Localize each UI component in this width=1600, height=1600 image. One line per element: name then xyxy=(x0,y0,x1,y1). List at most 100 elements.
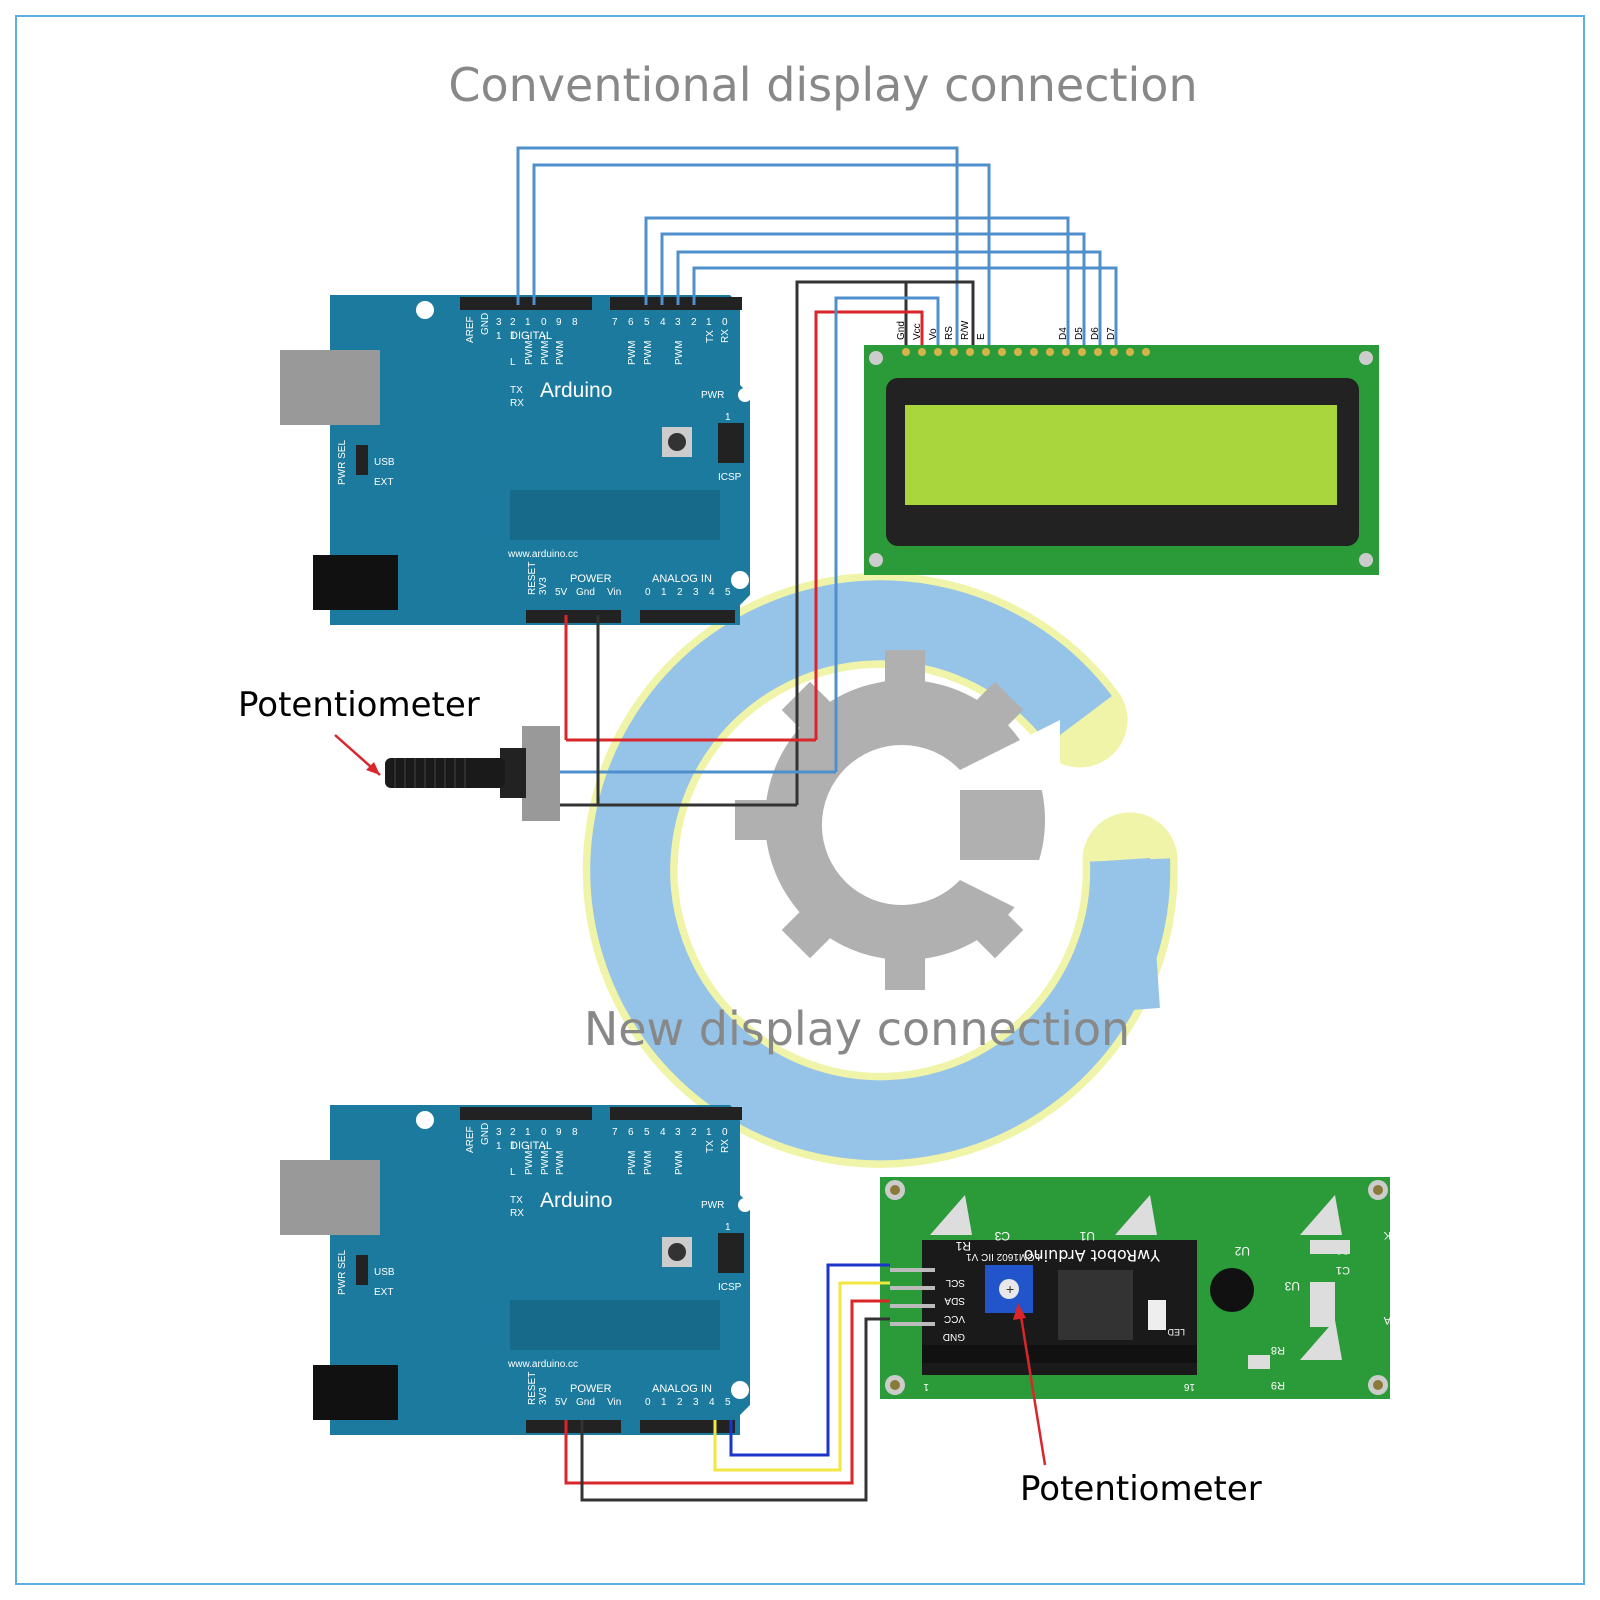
usb-connector-bottom xyxy=(280,1160,380,1235)
power-pin-labels-b: 3V3 5V Gnd Vin xyxy=(538,1387,621,1408)
arduino-board-top: DIGITAL Arduino www.arduino.cc POWER ANA… xyxy=(280,295,752,625)
label-pwm-d11-b: PWM~ xyxy=(524,1145,535,1175)
analog-pin-labels-b: 0 1 2 3 4 5 xyxy=(645,1397,731,1408)
label-aref-b: AREF xyxy=(465,1126,476,1153)
arrow-head-top xyxy=(366,762,380,775)
label-5v: 5V xyxy=(555,587,568,598)
label-usb-b: USB xyxy=(374,1267,395,1278)
label-digital-b: DIGITAL xyxy=(510,1140,552,1152)
silk-a: A xyxy=(1383,1314,1391,1326)
label-d7: 7 xyxy=(612,317,618,328)
label-gnd-power-b: Gnd xyxy=(576,1397,595,1408)
label-ext: EXT xyxy=(374,477,393,488)
digital-header-right xyxy=(610,297,742,310)
label-3v3: 3V3 xyxy=(538,577,549,595)
i2c-pin-scl: SCL xyxy=(945,1277,965,1288)
label-d4: 4 xyxy=(660,317,666,328)
i2c-chip-label: LCM1602 IIC V1 xyxy=(966,1251,1040,1262)
label-pwm-d10-b: PWM~ xyxy=(540,1145,551,1175)
label-d3: 3 xyxy=(675,317,681,328)
label-reset: RESET xyxy=(527,562,538,595)
wire-vo xyxy=(834,296,940,772)
lcd-pin-d5: D5 xyxy=(1074,327,1085,340)
label-d1: 1 xyxy=(706,317,712,328)
lcd-screen xyxy=(905,405,1337,505)
label-d12-sub: 1 xyxy=(510,331,516,342)
lcd-pin-e: E xyxy=(976,333,987,340)
i2c-chip xyxy=(1058,1270,1133,1340)
label-pwm-d5: PWM xyxy=(643,341,654,365)
analog-pin-labels: 0 1 2 3 4 5 xyxy=(645,587,731,598)
wire-d7 xyxy=(692,266,1118,345)
label-d4-b: 4 xyxy=(660,1127,666,1138)
label-pwr-sel-b: PWR SEL xyxy=(337,1250,348,1295)
label-d6-b: 6 xyxy=(628,1127,634,1138)
arrow-head-bottom xyxy=(1013,1303,1026,1320)
label-a0-b: 0 xyxy=(645,1397,651,1408)
label-d12: 2 xyxy=(510,317,516,328)
label-rx-b: RX xyxy=(510,1208,524,1219)
label-a2-b: 2 xyxy=(677,1397,683,1408)
arrow-pot-bottom xyxy=(1018,1309,1047,1466)
lcd-i2c-module: + YwRobot Arduino LCM1602 IIC V1 LED GND… xyxy=(880,1177,1391,1399)
lcd-pin-row xyxy=(902,348,1150,356)
label-d8-b: 8 xyxy=(572,1127,578,1138)
label-icsp: ICSP xyxy=(718,472,742,483)
wire-e xyxy=(532,163,991,345)
label-pwm-d9: PWM xyxy=(555,341,566,365)
label-vin: Vin xyxy=(607,587,621,598)
label-a3-b: 3 xyxy=(693,1397,699,1408)
label-gnd: GND xyxy=(480,313,491,335)
silk-u1: U1 xyxy=(1079,1229,1095,1243)
i2c-pin-sda: SDA xyxy=(944,1295,965,1306)
label-d13: 3 xyxy=(496,317,502,328)
lcd-pin-labels: Gnd Vcc Vo RS R/W E D4 D5 D6 D7 xyxy=(896,320,1117,340)
label-d9: 9 xyxy=(556,317,562,328)
label-led-l-b: L xyxy=(510,1167,516,1178)
chip xyxy=(510,490,720,540)
label-d10: 0 xyxy=(541,317,547,328)
label-d2-b: 2 xyxy=(691,1127,697,1138)
label-d11: 1 xyxy=(525,317,531,328)
label-website-b: www.arduino.cc xyxy=(507,1359,578,1370)
label-vin-b: Vin xyxy=(607,1397,621,1408)
usb-connector xyxy=(280,350,380,425)
label-a4: 4 xyxy=(709,587,715,598)
label-a1-b: 1 xyxy=(661,1397,667,1408)
label-a0: 0 xyxy=(645,587,651,598)
lcd-pin-rs: RS xyxy=(944,326,955,340)
label-rx-pin-b: RX xyxy=(720,1139,731,1153)
label-d2: 2 xyxy=(691,317,697,328)
label-pwm-d6-b: PWM xyxy=(627,1151,638,1175)
label-pwm-d9-b: PWM xyxy=(555,1151,566,1175)
pwr-sel-jumper-b xyxy=(356,1255,368,1285)
label-d8: 8 xyxy=(572,317,578,328)
wire-d6 xyxy=(676,250,1102,345)
label-arduino: Arduino xyxy=(540,379,612,402)
label-pwm-d11: PWM~ xyxy=(524,335,535,365)
label-tx-pin-b: TX xyxy=(705,1140,716,1153)
label-d11-b: 1 xyxy=(525,1127,531,1138)
label-a5: 5 xyxy=(725,587,731,598)
label-d13-sub: 1 xyxy=(496,331,502,342)
label-d10-b: 0 xyxy=(541,1127,547,1138)
label-d9-b: 9 xyxy=(556,1127,562,1138)
label-d1-b: 1 xyxy=(706,1127,712,1138)
pcb-silkscreen: C3 R1 U1 U2 U3 C2 C1 R8 R9 K A 16 1 xyxy=(923,1229,1391,1392)
wire-vcc xyxy=(814,310,924,740)
wire-gnd-b xyxy=(580,1317,890,1502)
lcd-pin-d4: D4 xyxy=(1058,327,1069,340)
label-website: www.arduino.cc xyxy=(507,549,578,560)
lcd-module-top: Gnd Vcc Vo RS R/W E D4 D5 D6 D7 xyxy=(864,320,1379,575)
label-rx-pin: RX xyxy=(720,329,731,343)
wire-rs xyxy=(516,146,959,345)
wire-scl xyxy=(729,1263,890,1457)
label-d13-b: 3 xyxy=(496,1127,502,1138)
cross-icon: + xyxy=(1006,1281,1014,1297)
label-tx-b: TX xyxy=(510,1195,523,1206)
wire-vcc-b xyxy=(564,1299,890,1485)
lcd-pin-gnd: Gnd xyxy=(896,321,907,340)
label-pwr-sel: PWR SEL xyxy=(337,440,348,485)
label-a5-b: 5 xyxy=(725,1397,731,1408)
label-3v3-b: 3V3 xyxy=(538,1387,549,1405)
